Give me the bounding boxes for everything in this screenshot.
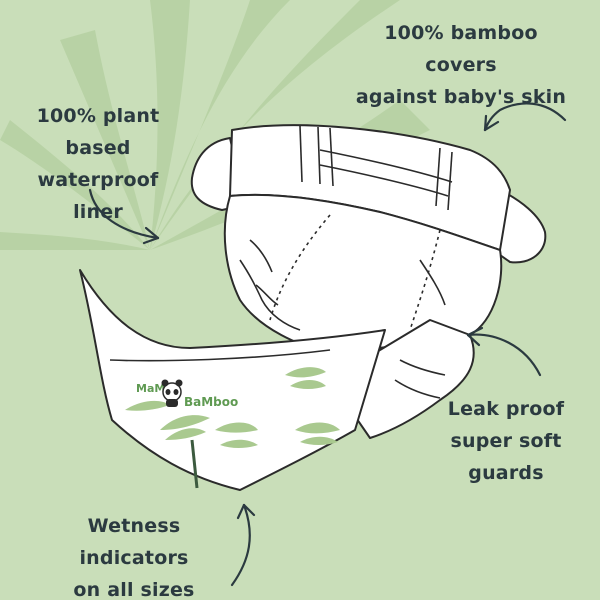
callout-bamboo-cover: 100% bamboo covers against baby's skin [352, 17, 570, 113]
callout-leak-guards: Leak proof super soft guards [414, 393, 598, 489]
curved-arrow-icon-leak [466, 326, 542, 377]
palm-leaf-icon [125, 367, 340, 448]
callout-wetness-line2: on all sizes [73, 579, 195, 600]
callout-leak-guards-line1: Leak proof [447, 398, 565, 420]
callout-bamboo-cover-line1: 100% bamboo covers [384, 22, 538, 76]
logo-text-bamboo: BaMboo [184, 395, 238, 409]
callout-plant-liner-line1: 100% plant based [36, 105, 160, 159]
callout-bamboo-cover-line2: against baby's skin [355, 86, 567, 108]
panda-icon [161, 379, 183, 407]
curved-arrow-icon-wetness [230, 503, 256, 587]
wetness-indicator-stripe [190, 439, 199, 489]
callout-leak-guards-line2: super soft guards [450, 430, 562, 484]
callout-plant-liner: 100% plant based waterproof liner [12, 100, 184, 228]
curved-arrow-icon-plant [88, 188, 160, 245]
curved-arrow-icon-bamboo [483, 102, 567, 132]
callout-wetness: Wetness indicators on all sizes [36, 510, 232, 600]
callout-wetness-line1: Wetness indicators [79, 515, 189, 569]
callout-plant-liner-line2: waterproof liner [37, 169, 159, 223]
